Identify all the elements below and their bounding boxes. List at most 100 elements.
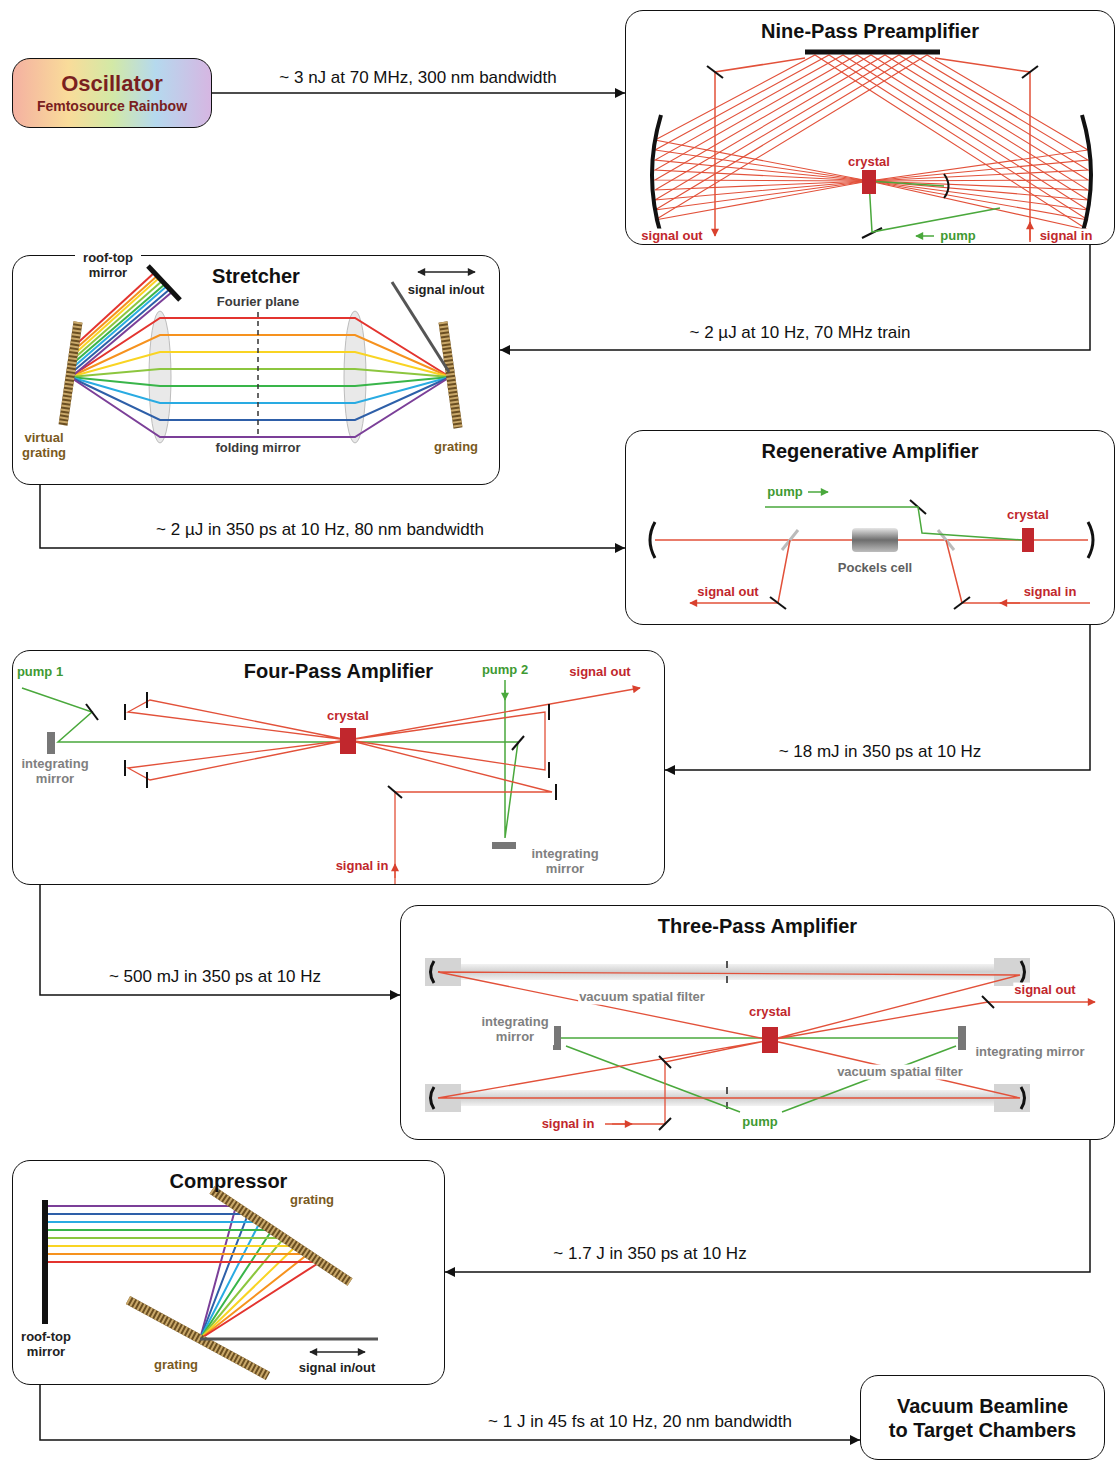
part-label: pump [939, 229, 976, 244]
box-title: Vacuum Beamline to Target Chambers [886, 1394, 1079, 1442]
spectral-ray [70, 377, 450, 437]
integrating-mirror [958, 1026, 966, 1050]
part-label: signal in [1023, 585, 1078, 600]
pump-arrow [808, 491, 828, 493]
mirror [1022, 66, 1038, 78]
part-label: signal in [335, 859, 390, 874]
double-arrow [418, 271, 475, 272]
part-label: signal out [568, 665, 631, 680]
double-arrow [310, 1351, 365, 1352]
mirror [388, 786, 402, 798]
grating-lines [443, 322, 458, 428]
box-title: Compressor [170, 1169, 288, 1193]
box-title: Four-Pass Amplifier [244, 659, 433, 683]
beam-path [655, 55, 1088, 210]
pump-arrow [504, 680, 506, 700]
beam-connector [500, 245, 1090, 350]
beam-path [655, 55, 1088, 190]
curved-mirror [1021, 961, 1025, 983]
beam-connector [40, 1385, 860, 1440]
curved-mirror [431, 1087, 435, 1109]
box-title: Oscillator [61, 71, 162, 97]
beam-parameters: ~ 2 µJ in 350 ps at 10 Hz, 80 nm bandwid… [153, 520, 487, 540]
mirror [124, 704, 126, 720]
part-label: signal in [1039, 229, 1094, 244]
lens [149, 311, 171, 443]
curved-mirror [431, 961, 435, 983]
fourier-plane [257, 312, 259, 438]
spectral-ray [70, 335, 450, 377]
lens [344, 311, 366, 443]
beam-path [655, 55, 1088, 200]
part-label: pump [766, 485, 803, 500]
tube-end [994, 958, 1030, 986]
curved-mirror [652, 115, 661, 235]
part-label: crystal [847, 155, 891, 170]
pump-beam [566, 1046, 740, 1112]
curved-mirror [1088, 522, 1093, 558]
part-label: pump 2 [481, 663, 529, 678]
signal-arrow [394, 864, 395, 884]
flat-mirror [805, 50, 940, 55]
beam-path [655, 55, 1088, 210]
signal-arrow [1000, 602, 1020, 604]
beam-parameters: ~ 3 nJ at 70 MHz, 300 nm bandwidth [276, 68, 559, 88]
spectral-ray [70, 286, 167, 370]
part-label: crystal [326, 709, 370, 724]
signal-beam [392, 282, 449, 372]
mirror [659, 1118, 671, 1130]
spectral-ray [70, 352, 450, 377]
pinhole [726, 961, 728, 983]
box-title: Three-Pass Amplifier [658, 914, 857, 938]
part-label: signal in/out [407, 283, 486, 298]
pump-beam [22, 688, 518, 742]
part-label: folding mirror [214, 441, 301, 456]
signal-arrow [612, 1123, 632, 1124]
beam-path [655, 55, 1088, 230]
stage-panel: Stretcher [12, 255, 500, 485]
spectral-ray [70, 278, 159, 358]
box-subtitle: Femtosource Rainbow [37, 98, 187, 115]
signal-beam [128, 688, 640, 878]
signal-arrow [1029, 222, 1031, 240]
signal-beam [715, 58, 805, 236]
part-label: Pockels cell [837, 561, 913, 576]
part-label: integrating mirror [526, 847, 604, 877]
spectral-ray [70, 369, 450, 377]
beam-connector [212, 92, 625, 94]
mirror [707, 66, 723, 78]
integrating-mirror [553, 1026, 561, 1050]
signal-beam [946, 540, 1090, 603]
mirror [659, 1056, 671, 1068]
signal-beam [690, 540, 790, 603]
spectral-ray [70, 284, 165, 366]
mirror [512, 736, 524, 750]
target-box: Vacuum Beamline to Target Chambers [860, 1375, 1105, 1460]
part-label: integrating mirror [974, 1045, 1085, 1060]
part-label: virtual grating [16, 431, 72, 461]
pump-arrow [916, 235, 934, 237]
mirror [146, 772, 148, 788]
stage-panel: Three-Pass Amplifier [400, 905, 1115, 1140]
grating-lines [212, 1190, 350, 1282]
part-label: integrating mirror [16, 757, 94, 787]
part-label: pump [741, 1115, 778, 1130]
mirror [86, 704, 98, 720]
part-label: grating [433, 440, 479, 455]
curved-mirror [944, 174, 949, 198]
part-label: roof-top mirror [75, 251, 141, 281]
stage-panel: Four-Pass Amplifier [12, 650, 665, 885]
crystal [1022, 528, 1034, 552]
mirror [982, 996, 994, 1008]
part-label: integrating mirror [476, 1015, 554, 1045]
beam-connector [445, 1140, 1090, 1272]
stage-panel: Compressor [12, 1160, 445, 1385]
integrating-mirror [47, 732, 55, 754]
part-label: signal out [1013, 983, 1076, 998]
beam-parameters: ~ 1 J in 45 fs at 10 Hz, 20 nm bandwidth [485, 1412, 795, 1432]
roof-top-mirror [42, 1200, 48, 1324]
box-title: Stretcher [212, 264, 300, 288]
part-label: pump 1 [16, 665, 64, 680]
beam-path [655, 55, 1088, 200]
beam-connector [40, 885, 400, 995]
